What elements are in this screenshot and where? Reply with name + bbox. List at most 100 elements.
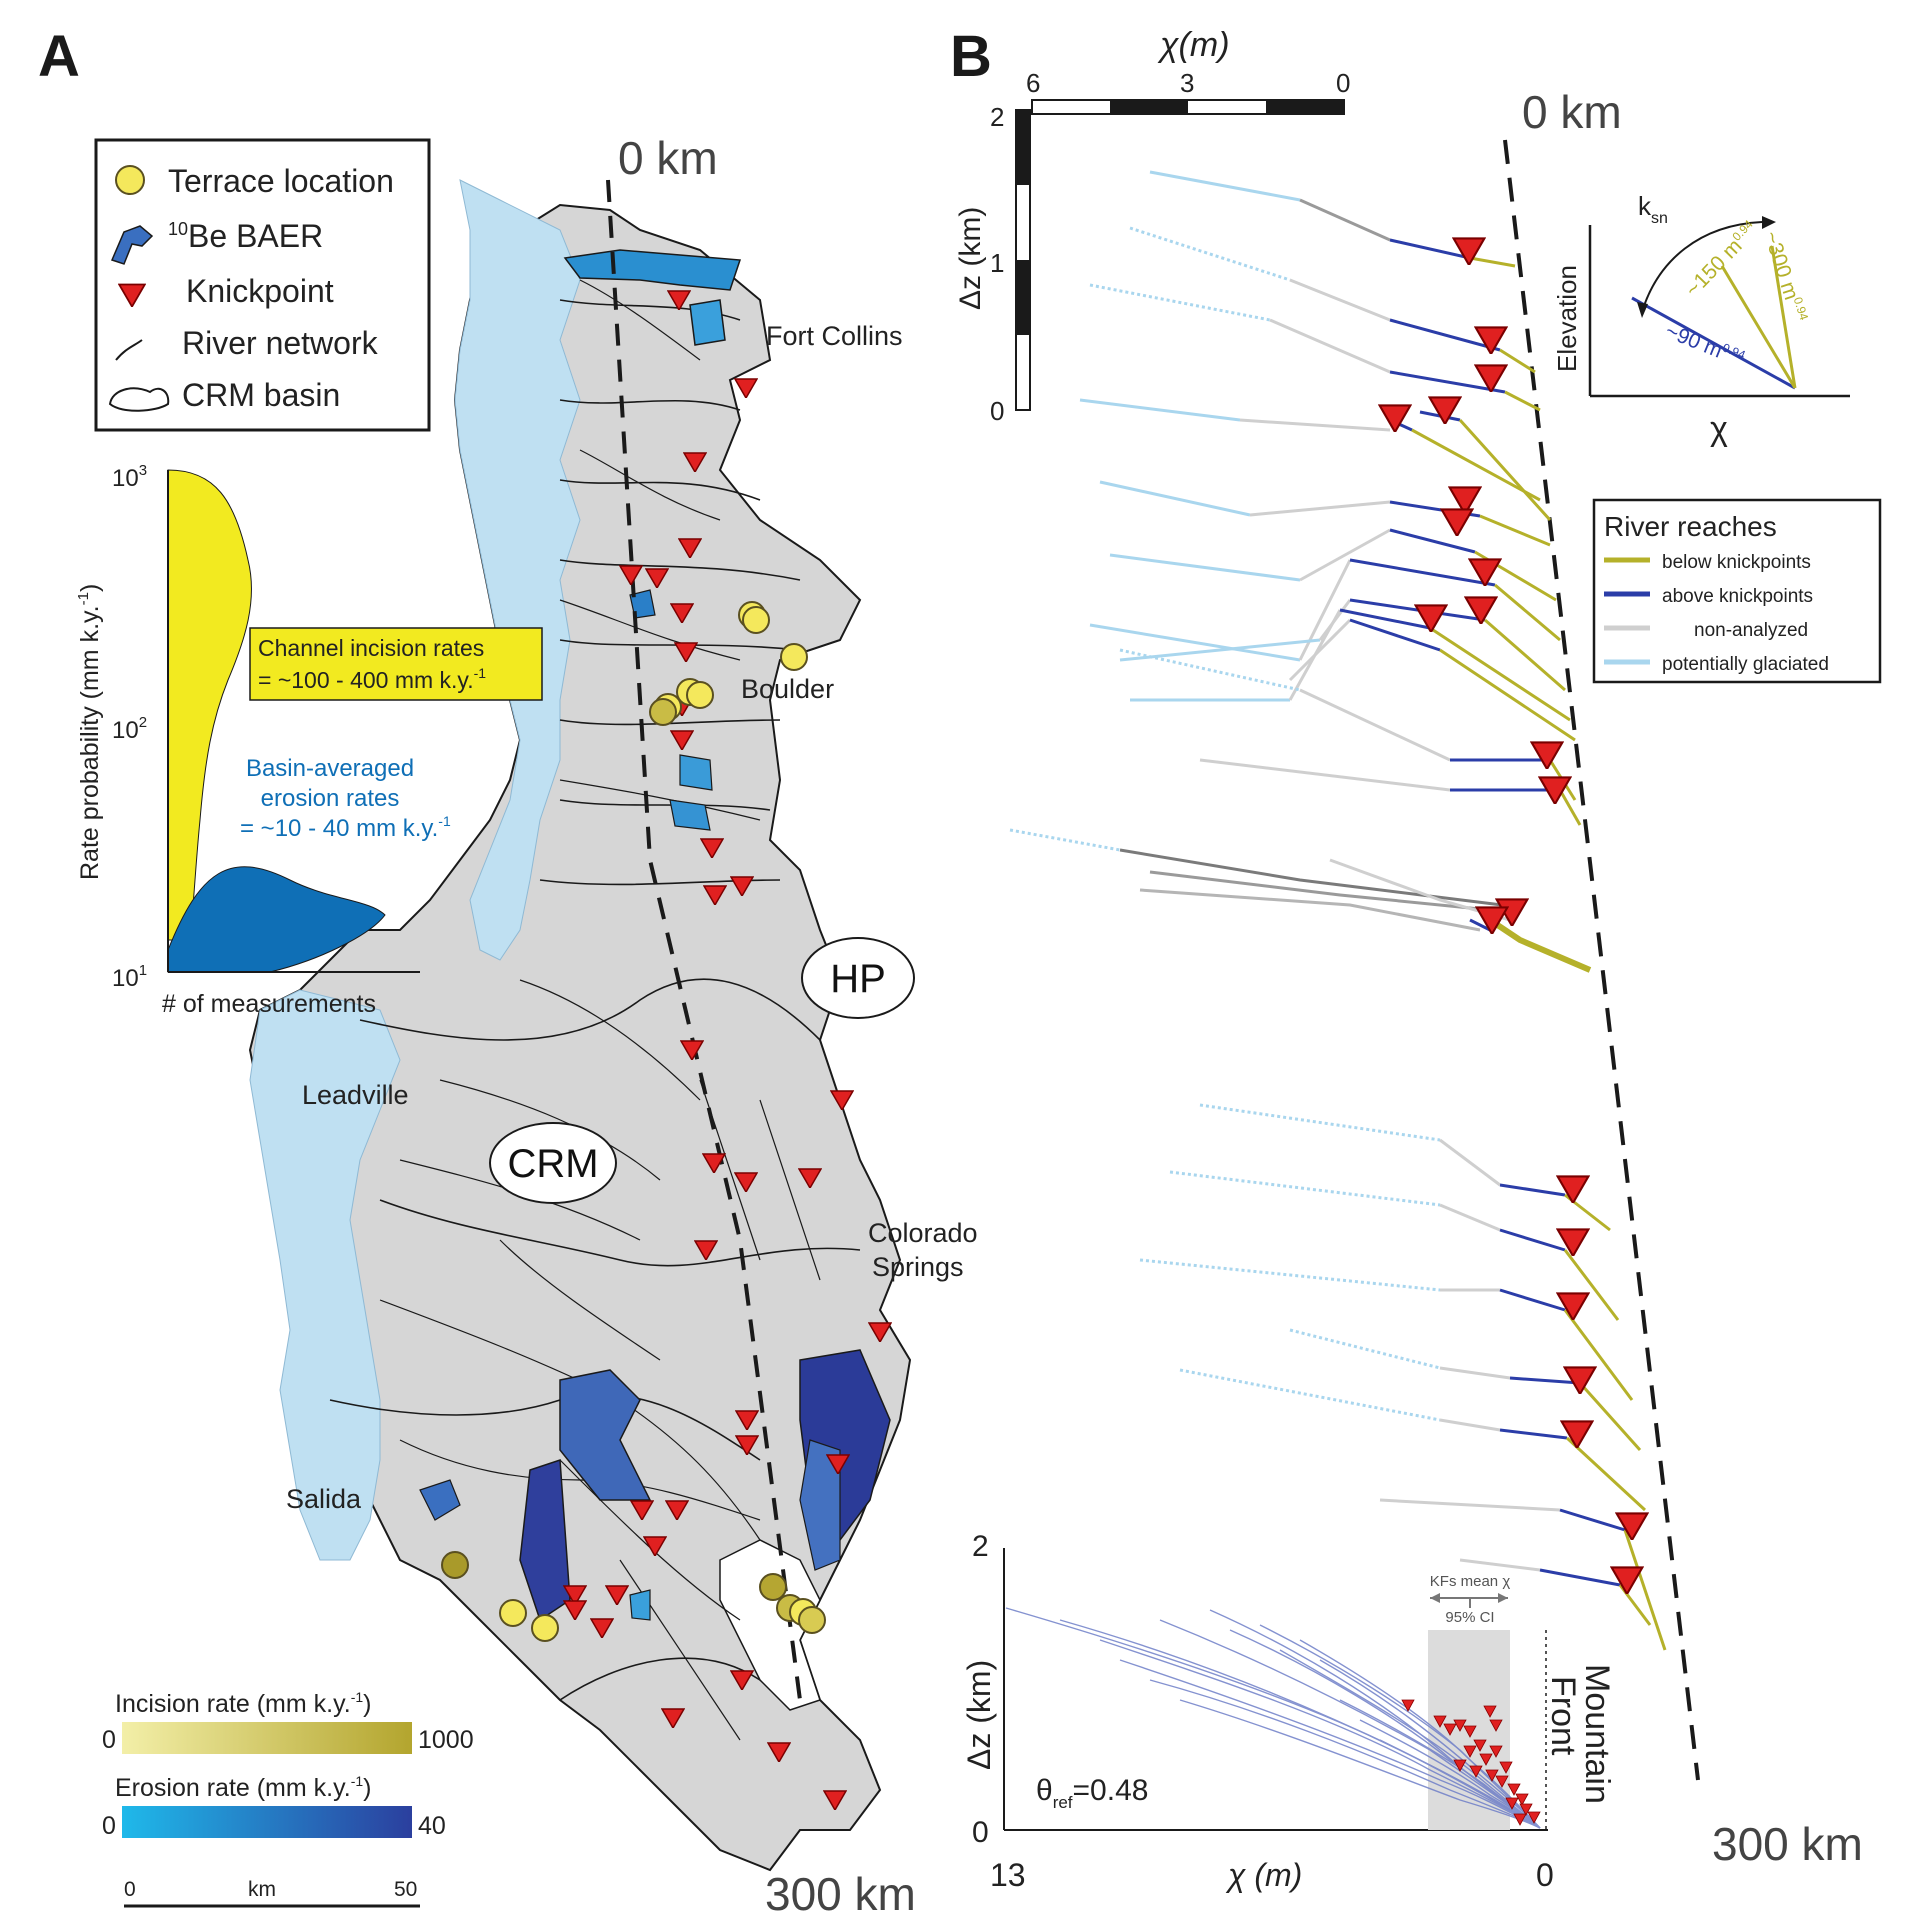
reach-nonanalyzed-label: non-analyzed bbox=[1694, 620, 1808, 641]
profile-group-5 bbox=[1139, 1103, 1667, 1651]
scalebar-fifty: 50 bbox=[394, 1878, 417, 1901]
ci-label: 95% CI bbox=[1445, 1609, 1494, 1626]
erosion-rate-text-line2: erosion rates bbox=[261, 785, 400, 812]
erosion-scale-min: 0 bbox=[102, 1812, 116, 1840]
bottom-y-top: 2 bbox=[972, 1530, 989, 1563]
hp-ellipse bbox=[801, 937, 915, 1019]
incision-scale-max: 1000 bbox=[418, 1726, 474, 1754]
panel-b-letter: B bbox=[950, 24, 992, 89]
reach-above-label: above knickpoints bbox=[1662, 586, 1813, 607]
label-crm: CRM bbox=[507, 1142, 598, 1186]
legend-knickpoint-label: Knickpoint bbox=[186, 273, 334, 309]
chi-scale-label: χ(m) bbox=[1157, 26, 1230, 64]
bottom-x-right: 0 bbox=[1536, 1857, 1554, 1893]
river-profiles bbox=[1009, 170, 1667, 1651]
basin-outline-icon bbox=[108, 387, 170, 412]
baer-basin-icon bbox=[110, 225, 154, 265]
profile-group-2 bbox=[1089, 480, 1576, 742]
profile-knickpoints bbox=[1378, 237, 1649, 1594]
scalebar-unit: km bbox=[248, 1878, 276, 1901]
profile-group-1 bbox=[1079, 170, 1552, 522]
glaciated-zone-north bbox=[454, 179, 581, 961]
dz-tick-0: 0 bbox=[990, 396, 1004, 426]
inset-ytick-mid: 102 bbox=[112, 714, 147, 744]
label-hp: HP bbox=[830, 957, 886, 1001]
panel-b-km-bottom: 300 km bbox=[1712, 1818, 1863, 1870]
rate-distribution-inset: 103 102 101 Rate probability (mm k.y.-1)… bbox=[75, 462, 543, 1018]
incision-rate-text-line1: Channel incision rates bbox=[258, 635, 484, 661]
chi-tick-6: 6 bbox=[1026, 68, 1040, 98]
baer-basins bbox=[419, 249, 891, 1622]
label-fort-collins: Fort Collins bbox=[766, 321, 903, 351]
river-reaches-legend: River reaches below knickpoints above kn… bbox=[1592, 498, 1882, 684]
panel-a-km-bottom: 300 km bbox=[765, 1868, 916, 1920]
chi-tick-3: 3 bbox=[1180, 68, 1194, 98]
erosion-scale-max: 40 bbox=[418, 1812, 446, 1840]
bottom-profile-inset: 2 0 Δz (km) KFs mean χ 95% CI bbox=[961, 1530, 1616, 1893]
map-scalebar: 0 km 50 bbox=[124, 1878, 420, 1908]
ksn-90-label: ~90 m0.94 bbox=[1662, 318, 1748, 371]
bottom-xlabel: χ (m) bbox=[1225, 1857, 1302, 1893]
bottom-ylabel: Δz (km) bbox=[961, 1660, 997, 1770]
label-leadville: Leadville bbox=[302, 1080, 409, 1110]
incision-rate-scale: Incision rate (mm k.y.-1) 0 1000 bbox=[102, 1689, 474, 1754]
reaches-title: River reaches bbox=[1604, 511, 1777, 542]
mountain-label: Mountain bbox=[1578, 1664, 1616, 1804]
front-label: Front bbox=[1544, 1676, 1582, 1756]
ksn-xlabel: χ bbox=[1710, 410, 1728, 448]
mountain-front-dashed-line bbox=[1503, 139, 1700, 1781]
inset-ytick-top: 103 bbox=[112, 462, 147, 492]
label-colorado: Colorado bbox=[868, 1218, 978, 1248]
erosion-distribution bbox=[167, 866, 386, 973]
theta-ref-label: θref=0.48 bbox=[1036, 1774, 1148, 1812]
legend-baer-label: 10Be BAER bbox=[168, 218, 323, 254]
inset-xlabel: # of measurements bbox=[162, 990, 376, 1018]
legend-terrace-label: Terrace location bbox=[168, 163, 394, 199]
crm-basin-map bbox=[248, 179, 912, 1872]
legend-river-label: River network bbox=[182, 325, 379, 361]
erosion-scale-title: Erosion rate (mm k.y.-1) bbox=[115, 1773, 371, 1802]
profile-group-4 bbox=[1009, 828, 1592, 973]
inset-ylabel: Rate probability (mm k.y.-1) bbox=[75, 584, 104, 880]
profile-group-3 bbox=[1119, 648, 1582, 826]
river-line-icon bbox=[115, 339, 143, 361]
dz-tick-2: 2 bbox=[990, 102, 1004, 132]
panel-a-letter: A bbox=[38, 24, 80, 89]
crm-ellipse bbox=[489, 1122, 617, 1204]
bottom-x-left: 13 bbox=[990, 1857, 1026, 1893]
terraces-map bbox=[441, 601, 826, 1642]
panel-a-km-top: 0 km bbox=[618, 132, 718, 184]
ksn-inset: ksn Elevation χ ~300 m0.94 ~150 m0.94 ~9… bbox=[1552, 191, 1850, 448]
dz-tick-1: 1 bbox=[990, 248, 1004, 278]
erosion-rate-scale: Erosion rate (mm k.y.-1) 0 40 bbox=[102, 1773, 446, 1840]
inset-ytick-bottom: 101 bbox=[112, 962, 147, 992]
ksn-label: ksn bbox=[1638, 191, 1668, 227]
incision-scale-min: 0 bbox=[102, 1726, 116, 1754]
chi-tick-0: 0 bbox=[1336, 68, 1350, 98]
legend-basin-label: CRM basin bbox=[182, 377, 340, 413]
erosion-rate-text-line3: = ~10 - 40 mm k.y.-1 bbox=[240, 813, 451, 842]
river-network-lines bbox=[379, 279, 821, 1741]
terrace-circle-icon bbox=[115, 165, 145, 195]
bottom-y-bottom: 0 bbox=[972, 1816, 989, 1849]
map-legend: Terrace location 10Be BAER Knickpoint Ri… bbox=[94, 138, 431, 432]
label-boulder: Boulder bbox=[741, 674, 834, 704]
dz-scalebar: 2 1 0 Δz (km) bbox=[954, 102, 1031, 426]
panel-b-km-top: 0 km bbox=[1522, 86, 1622, 138]
erosion-rate-text-line1: Basin-averaged bbox=[246, 755, 414, 782]
kf-mean-label: KFs mean χ bbox=[1430, 1573, 1511, 1590]
incision-distribution bbox=[167, 469, 252, 941]
ksn-300-label: ~300 m0.94 bbox=[1759, 228, 1811, 325]
scalebar-zero: 0 bbox=[124, 1878, 136, 1901]
chi-scalebar: χ(m) 6 3 0 bbox=[1026, 26, 1350, 115]
glaciated-zone-south bbox=[249, 989, 401, 1561]
reach-glaciated-label: potentially glaciated bbox=[1662, 654, 1829, 675]
incision-rate-text-line2: = ~100 - 400 mm k.y.-1 bbox=[258, 665, 486, 693]
incision-scale-title: Incision rate (mm k.y.-1) bbox=[115, 1689, 371, 1718]
ksn-ylabel: Elevation bbox=[1552, 265, 1582, 372]
lowland-white-area bbox=[719, 1539, 821, 1711]
dz-scale-label: Δz (km) bbox=[954, 207, 987, 310]
label-salida: Salida bbox=[286, 1484, 362, 1514]
